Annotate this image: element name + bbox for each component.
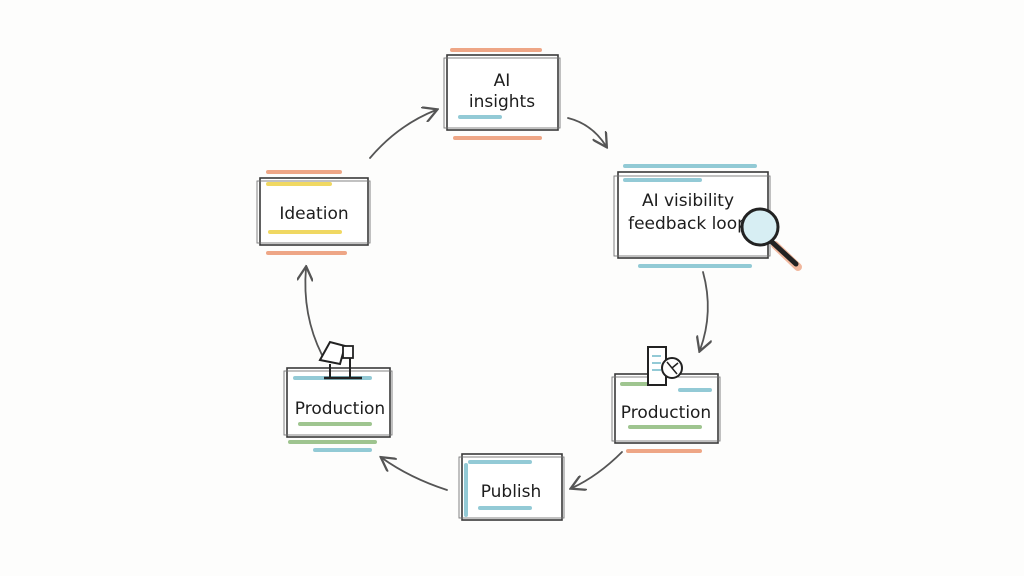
arrow-ai-insights-to-ai-visibility: [567, 117, 606, 146]
node-label-line: AI visibility: [642, 191, 734, 211]
svg-text:feedback loop: feedback loop: [628, 214, 748, 234]
node-ai-insights: AI insights: [443, 48, 561, 140]
arrow-ideation-to-ai-insights: [369, 110, 436, 159]
arrow-publish-to-production: [382, 458, 448, 491]
node-publish: Publish: [458, 453, 565, 521]
arrow-production-to-ideation: [305, 268, 323, 356]
node-production-left: Production: [283, 340, 393, 452]
node-label-line: AI: [494, 71, 511, 91]
node-ideation: Ideation: [256, 170, 371, 255]
svg-text:AI: AI: [494, 71, 511, 91]
node-label-line: Ideation: [279, 204, 348, 224]
magnifying-glass-icon: [740, 207, 802, 271]
node-label-line: insights: [469, 92, 535, 112]
node-label-line: feedback loop: [628, 214, 748, 234]
arrow-ai-visibility-to-production: [700, 271, 708, 350]
arrow-production-to-publish: [572, 451, 623, 488]
camera-tripod-icon: [318, 340, 362, 380]
node-label-line: Production: [295, 399, 385, 419]
svg-text:Production: Production: [621, 403, 711, 423]
svg-text:Publish: Publish: [481, 482, 542, 502]
svg-text:insights: insights: [469, 92, 535, 112]
node-label-line: Production: [621, 403, 711, 423]
node-ai-visibility: AI visibility feedback loop: [613, 164, 802, 271]
svg-text:AI visibility: AI visibility: [642, 191, 734, 211]
document-clock-icon: [647, 346, 683, 386]
node-production-right: Production: [611, 346, 721, 453]
svg-text:Production: Production: [295, 399, 385, 419]
node-label-line: Publish: [481, 482, 542, 502]
svg-text:Ideation: Ideation: [279, 204, 348, 224]
